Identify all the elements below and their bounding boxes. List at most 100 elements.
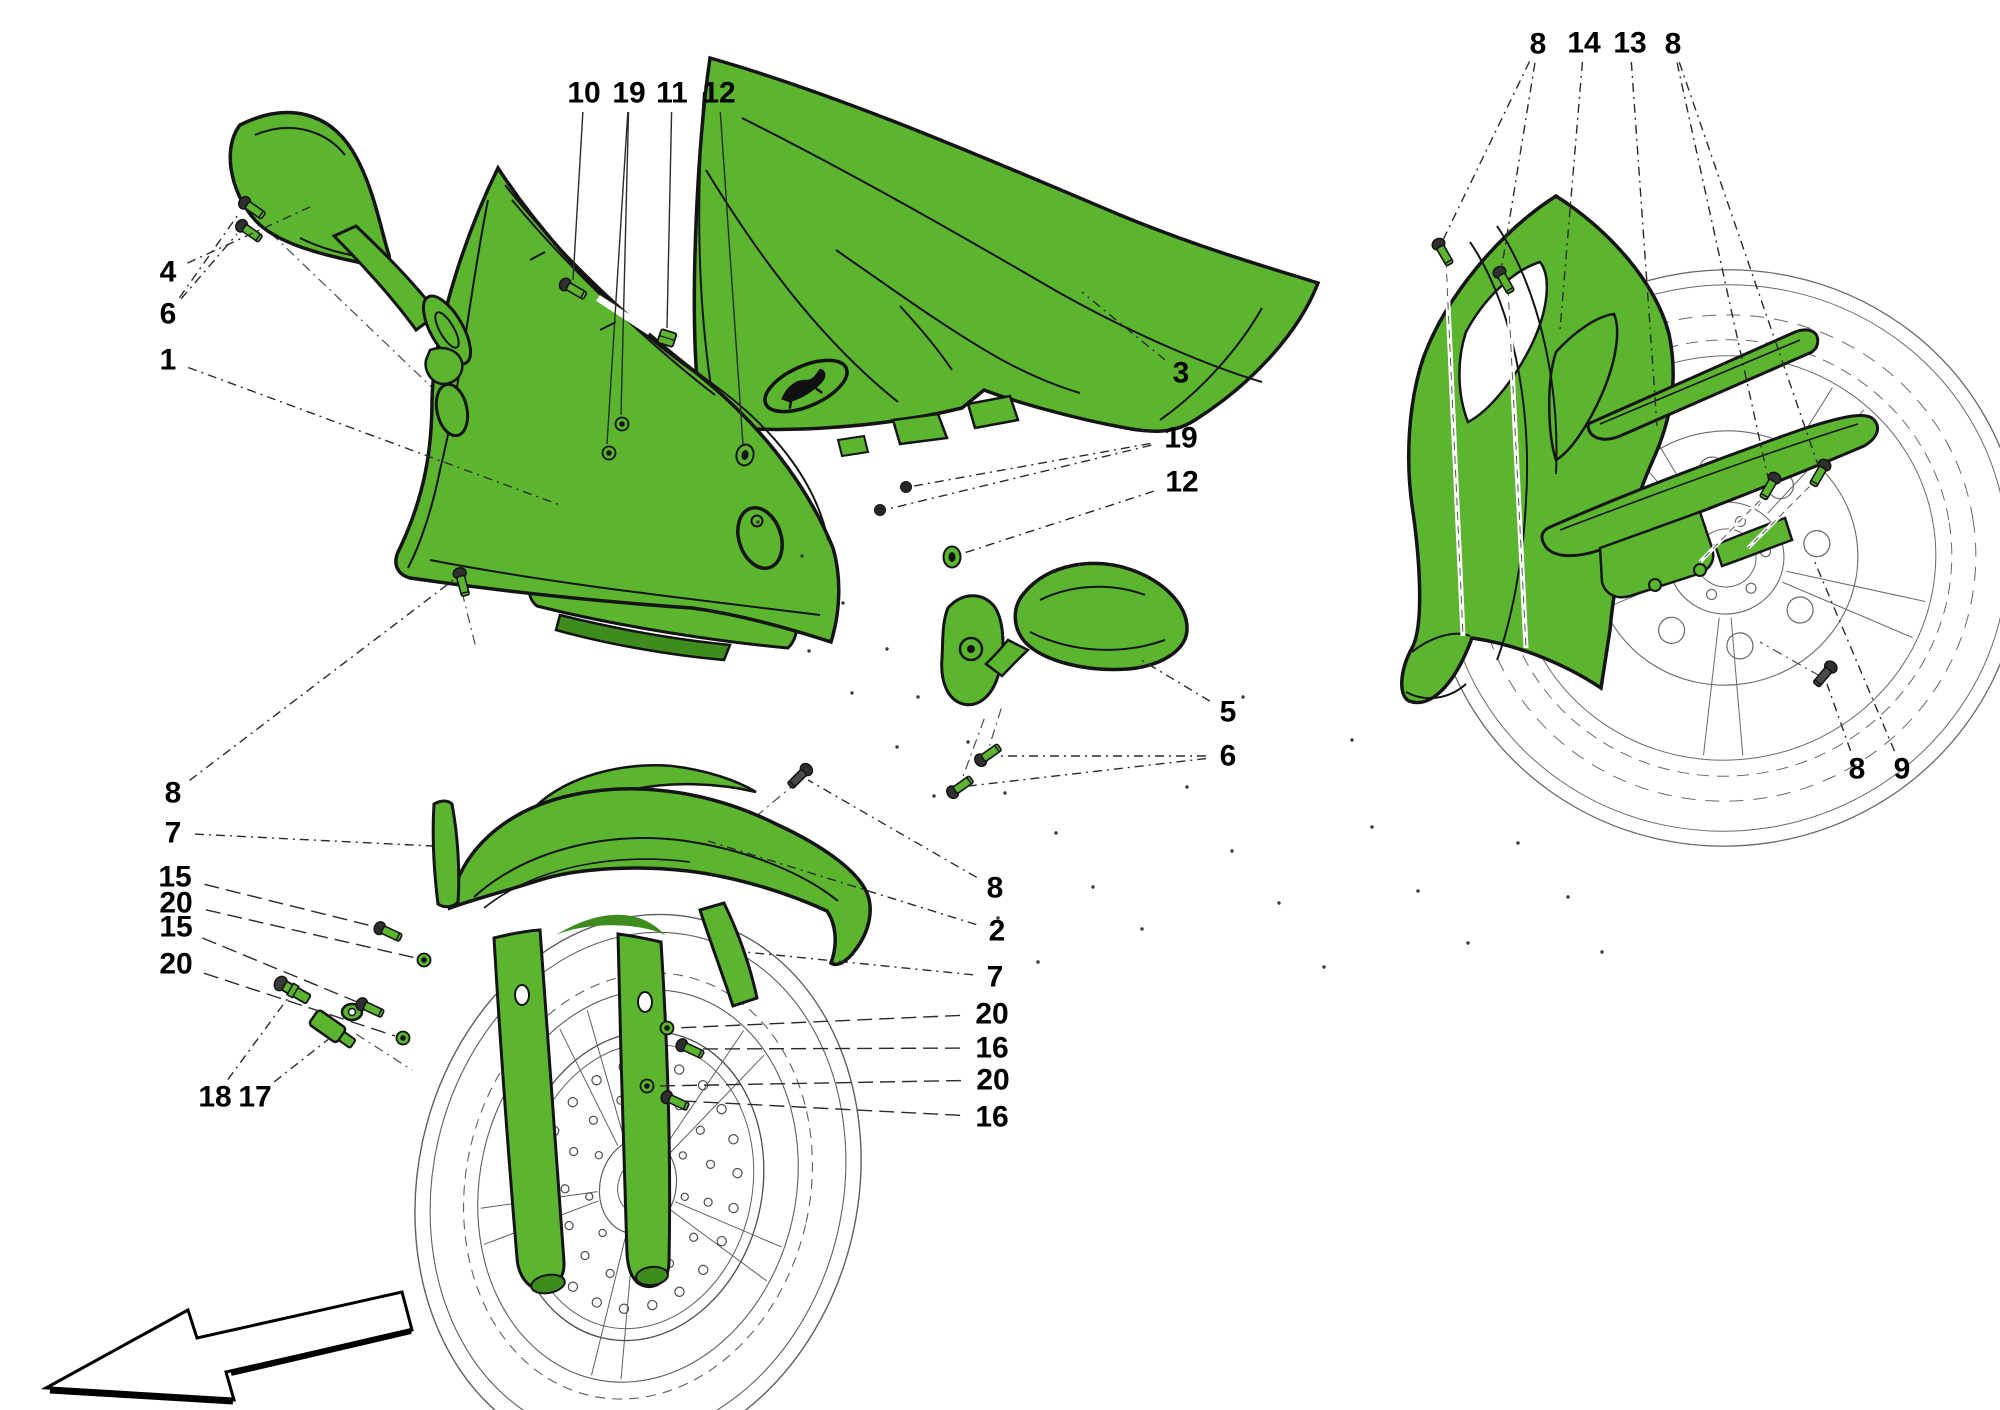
brake-disc-holes-detail [697, 1080, 709, 1091]
rear-mudguard-detail [1547, 312, 1619, 462]
screw-dark-fastener-icon-detail [1814, 679, 1822, 686]
callout-label-17: 17 [238, 1081, 271, 1114]
screw-fastener-icon-detail [667, 1094, 690, 1111]
speckle-dot [932, 794, 936, 798]
leader-line-11 [666, 111, 673, 329]
leader-line-8 [189, 577, 457, 782]
dot-fastener-icon [900, 481, 912, 493]
front-mudguard [447, 764, 872, 1295]
brake-disc-holes-detail [703, 1197, 713, 1207]
speckle-dot [895, 745, 899, 749]
screw-fastener-icon [1809, 458, 1832, 488]
callout-label-12: 12 [702, 77, 735, 110]
speckle-dot [807, 649, 811, 653]
nut-fastener-icon [614, 416, 630, 432]
leader-line-13 [1630, 61, 1658, 427]
leader-line-8 [1678, 61, 1819, 466]
leader-line-20 [674, 1014, 961, 1029]
brake-disc-holes-detail [673, 1064, 685, 1075]
screw-fastener-icon-detail [1760, 492, 1769, 499]
speckle-dot [800, 554, 804, 558]
arrow-icon [40, 1290, 414, 1402]
sprocket-holes-detail [1734, 515, 1747, 528]
callout-label-15: 15 [159, 911, 192, 944]
screw-fastener-icon-detail [377, 1008, 383, 1017]
callout-label-20: 20 [976, 1064, 1009, 1097]
sprocket-holes-detail [1705, 588, 1718, 601]
front-wheel-ghost-detail [477, 989, 799, 1383]
nut-fastener-icon-detail [644, 1083, 650, 1089]
windscreen-detail-detail [741, 117, 1263, 383]
dot-fastener-icon-detail [874, 504, 886, 516]
front-wheel-spokes-detail [664, 1030, 745, 1147]
rear-mudguard-detail [1411, 632, 1471, 653]
callout-label-9: 9 [1894, 753, 1911, 786]
assembly-axis-lines-detail [957, 713, 987, 791]
brake-disc-holes-detail [689, 1232, 699, 1242]
right-mirror-detail [958, 636, 984, 662]
speckle-dot [1516, 841, 1520, 845]
brake-disc-holes-detail [674, 1286, 685, 1297]
leader-line-19 [913, 442, 1151, 487]
fork-guard-strip-left [431, 799, 461, 909]
leader-line-7 [194, 833, 433, 847]
rear-mudguard-detail [1405, 683, 1467, 700]
screw-fastener-icon-detail [255, 233, 261, 242]
screw-fastener-icon-detail [1809, 465, 1827, 488]
fasteners-layer [235, 195, 1838, 1111]
chain-guard-lower-detail [1747, 477, 1819, 549]
windscreen-detail-detail [698, 91, 717, 417]
lower-trim-panels-detail [554, 613, 732, 662]
wheel-speed-sensor-detail-detail [338, 1031, 357, 1049]
front-mudguard-detail [473, 837, 839, 902]
clip-fastener-icon [656, 328, 678, 348]
callout-label-2: 2 [989, 915, 1006, 948]
front-wheel-ghost-detail [414, 913, 862, 1410]
screw-fastener-icon-detail [1497, 272, 1515, 295]
front-fairing-detail-detail [429, 559, 821, 616]
callout-label-6: 6 [1220, 740, 1237, 773]
front-mudguard-detail [556, 914, 665, 935]
mounting-axis-streaks-detail [1445, 259, 1464, 637]
chain-guard-lower-detail [1693, 563, 1707, 577]
assembly-axis-lines-detail [461, 591, 477, 649]
leader-line-15 [204, 883, 381, 929]
right-mirror-detail [967, 645, 975, 653]
grommet-fastener-icon [735, 443, 755, 467]
front-wheel-spokes-detail [559, 1028, 619, 1146]
brake-disc-holes-detail [728, 1134, 739, 1145]
screw-dark-fastener-icon [787, 762, 814, 789]
callout-label-14: 14 [1567, 27, 1601, 60]
right-mirror [940, 561, 1189, 707]
grommet-fastener-icon-detail [948, 552, 956, 562]
left-mirror [228, 110, 473, 386]
leader-line-8 [1440, 61, 1531, 245]
screw-fastener-icon [1492, 265, 1515, 295]
speckle-dot [1140, 927, 1144, 931]
speckle-dot [1370, 825, 1374, 829]
speckle-dot [1466, 941, 1470, 945]
brake-disc-holes-detail [594, 1150, 604, 1160]
assembly-direction-arrow-detail [230, 1328, 412, 1376]
callout-label-4: 4 [160, 256, 177, 289]
callout-label-8: 8 [1849, 753, 1866, 786]
speckle-dot [1277, 901, 1281, 905]
screw-fastener-icon-detail [362, 1001, 385, 1018]
rear-wheel-spokes-detail [1730, 617, 1744, 756]
speckle-dot [885, 647, 889, 651]
sprocket-holes-detail [1745, 582, 1757, 594]
leader-line-2 [707, 840, 977, 926]
leader-line-6 [968, 757, 1207, 787]
callout-label-8: 8 [165, 777, 182, 810]
brake-disc-holes-detail [695, 1125, 705, 1135]
nut-fastener-icon-detail [664, 1025, 670, 1031]
callout-label-19: 19 [612, 77, 645, 110]
assembly-direction-arrow-detail [49, 1386, 234, 1405]
front-fairing-detail-detail [599, 321, 617, 331]
right-mirror-detail [1029, 631, 1166, 651]
sprocket-holes-detail [1726, 632, 1754, 660]
screw-fastener-icon [660, 1090, 690, 1111]
leader-line-20 [654, 1079, 962, 1087]
right-mirror-arm [984, 638, 1031, 678]
